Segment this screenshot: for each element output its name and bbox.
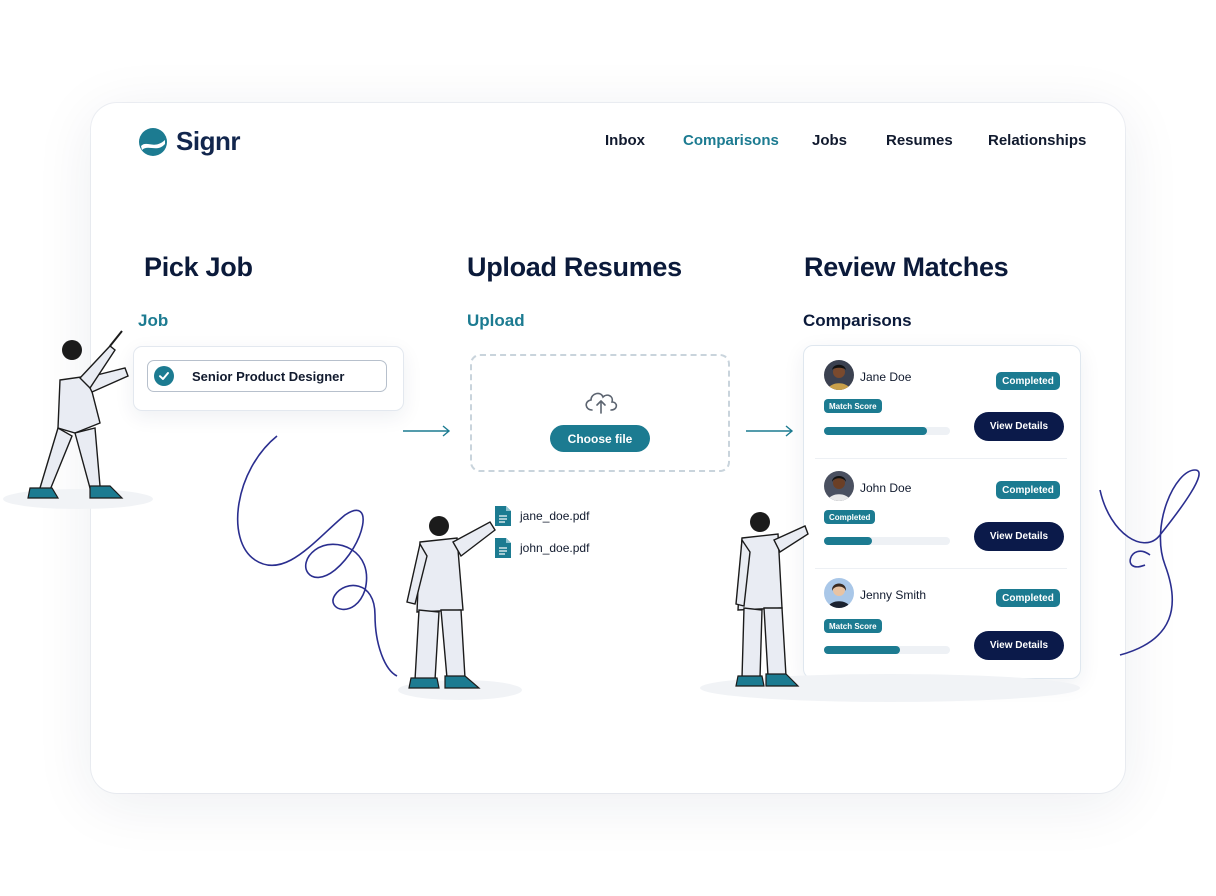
comparison-name: Jane Doe [860, 370, 912, 384]
document-icon [495, 538, 511, 558]
avatar [824, 360, 854, 390]
upload-dropzone[interactable] [470, 354, 730, 472]
person-illustration [398, 516, 522, 700]
arrow-right-icon [746, 425, 794, 437]
match-score-fill [824, 646, 900, 654]
comparison-name: John Doe [860, 481, 912, 495]
cloud-upload-icon [585, 392, 618, 414]
file-name: john_doe.pdf [520, 541, 590, 555]
comparison-name: Jenny Smith [860, 588, 927, 602]
comparisons-label: Comparisons [803, 311, 912, 330]
match-score-bar [824, 537, 950, 545]
person-illustration [700, 512, 1080, 702]
step-upload-title: Upload Resumes [467, 252, 682, 282]
file-item[interactable]: jane_doe.pdf [494, 505, 589, 527]
nav-jobs[interactable]: Jobs [812, 132, 848, 149]
scribble-decoration [1099, 469, 1200, 656]
upload-label: Upload [467, 311, 525, 330]
view-details-button[interactable]: View Details [974, 412, 1064, 441]
step-review-title: Review Matches [804, 252, 1009, 282]
arrow-right-icon [403, 425, 451, 437]
nav-comparisons[interactable]: Comparisons [683, 132, 779, 149]
file-name: jane_doe.pdf [520, 509, 590, 523]
match-score-bar [824, 646, 950, 654]
scribble-decoration [236, 435, 398, 677]
status-badge: Completed [996, 372, 1060, 390]
completed-badge: Completed [824, 510, 876, 524]
status-badge: Completed [996, 481, 1060, 499]
nav-relationships[interactable]: Relationships [988, 132, 1087, 149]
nav-inbox[interactable]: Inbox [605, 132, 645, 149]
document-icon [495, 506, 511, 526]
check-icon [154, 366, 174, 386]
brand-logo[interactable]: Signr [138, 126, 240, 157]
nav-resumes[interactable]: Resumes [886, 132, 953, 149]
selected-job-label: Senior Product Designer [192, 368, 345, 384]
job-select[interactable]: Senior Product Designer [147, 360, 387, 392]
brand-name: Signr [176, 126, 240, 156]
step-pick-title: Pick Job [144, 252, 253, 282]
match-score-fill [824, 427, 928, 435]
match-score-badge: Match Score [824, 619, 882, 633]
person-illustration [3, 330, 153, 509]
choose-file-button[interactable]: Choose file [550, 425, 650, 452]
job-label: Job [138, 311, 169, 330]
status-badge: Completed [996, 589, 1060, 607]
avatar [824, 578, 854, 608]
view-details-button[interactable]: View Details [974, 522, 1064, 551]
view-details-button[interactable]: View Details [974, 631, 1064, 660]
file-item[interactable]: john_doe.pdf [494, 537, 589, 559]
signr-logo-icon [139, 127, 167, 156]
match-score-badge: Match Score [824, 399, 882, 413]
divider [815, 458, 1067, 459]
match-score-fill [824, 537, 872, 545]
divider [815, 568, 1067, 569]
match-score-bar [824, 427, 950, 435]
avatar [824, 471, 854, 501]
